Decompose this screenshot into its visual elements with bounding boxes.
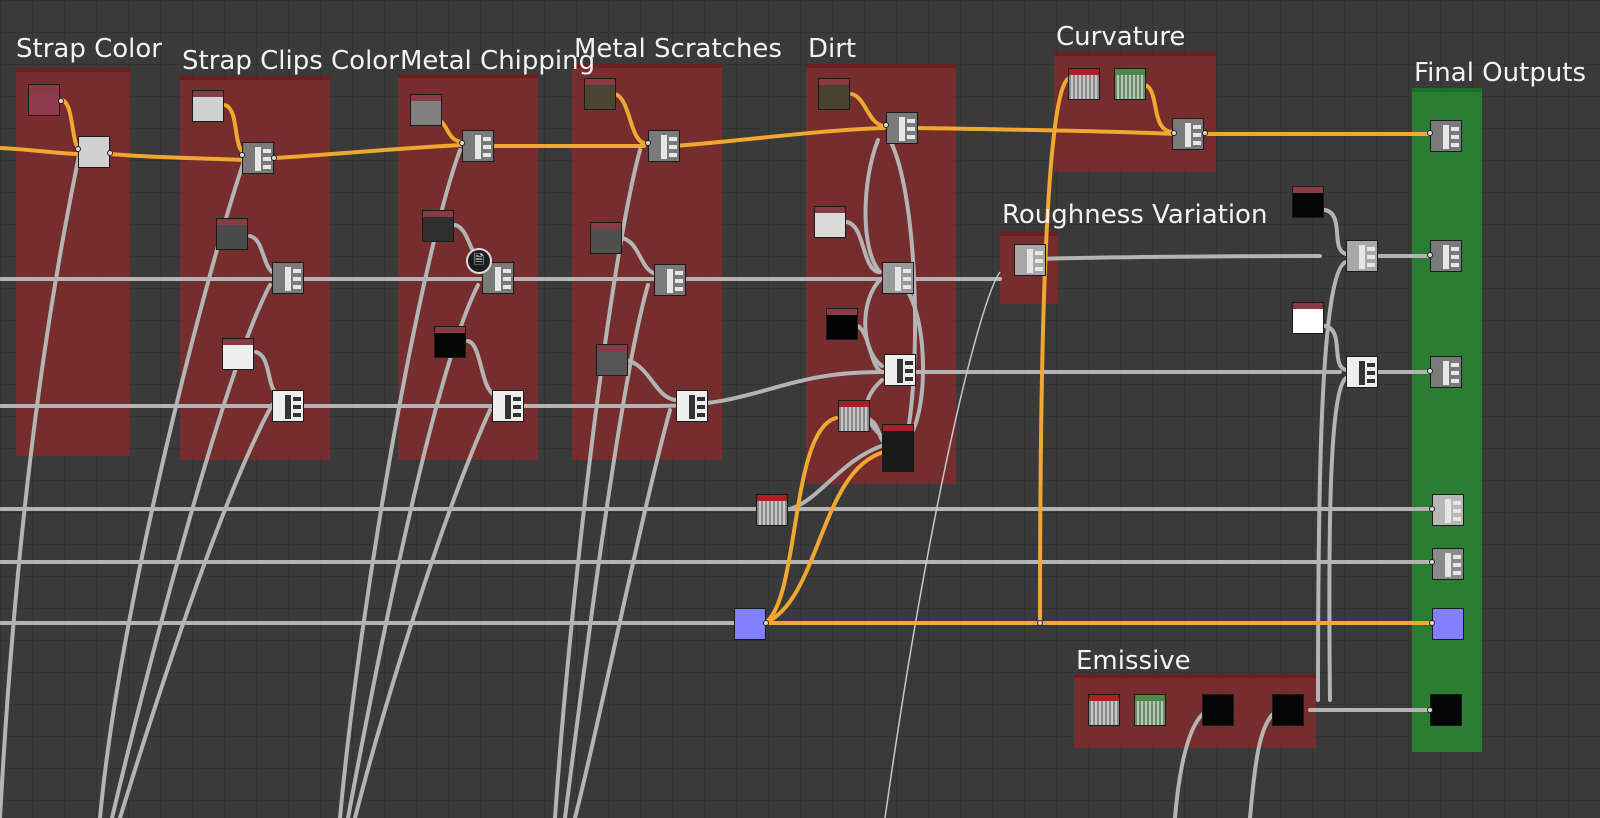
uniform-color-node[interactable] [434,326,466,358]
node-port[interactable] [1171,130,1177,136]
emissive-blend-node[interactable] [1202,694,1234,726]
blend-node[interactable] [1014,244,1046,276]
uniform-color-node[interactable] [1292,302,1324,334]
blend-node[interactable] [654,264,686,296]
frame-dirt[interactable] [806,64,956,484]
frame-title-dirt[interactable]: Dirt [808,34,857,64]
frame-title-emissive[interactable]: Emissive [1076,646,1191,676]
blend-node[interactable] [242,142,274,174]
normal-blend-node[interactable] [838,400,870,432]
frame-title-curvature[interactable]: Curvature [1056,22,1186,52]
frame-title-strap-color[interactable]: Strap Color [16,34,162,64]
uniform-color-node[interactable] [826,308,858,340]
output-roughness-node[interactable] [1430,240,1462,272]
uniform-color-node[interactable] [814,206,846,238]
uniform-color-node[interactable] [1292,186,1324,218]
blend-node[interactable] [1346,240,1378,272]
node-port[interactable] [1427,252,1433,258]
uniform-color-node[interactable] [216,218,248,250]
blend-node[interactable] [886,112,918,144]
uniform-color-node[interactable] [28,84,60,116]
curvature-node[interactable] [1068,68,1100,100]
normal-blend-node[interactable] [756,494,788,526]
node-port[interactable] [883,122,889,128]
uniform-color-node[interactable] [818,78,850,110]
output-basecolor-node[interactable] [1430,120,1462,152]
blend-node[interactable] [272,390,304,422]
uniform-color-node[interactable] [584,78,616,110]
node-port[interactable] [1202,130,1208,136]
blend-node[interactable] [884,354,916,386]
uniform-color-node[interactable] [410,94,442,126]
blend-node[interactable] [1346,356,1378,388]
frame-title-strap-clips-color[interactable]: Strap Clips Color [182,46,399,76]
node-port[interactable] [1427,130,1433,136]
node-port[interactable] [75,146,81,152]
uniform-color-node[interactable] [222,338,254,370]
node-port[interactable] [763,620,769,626]
multi-blend-node[interactable] [882,424,914,472]
node-port[interactable] [107,150,113,156]
blend-node[interactable] [676,390,708,422]
blend-node[interactable] [78,136,110,168]
blend-node[interactable] [272,262,304,294]
frame-title-metal-scratches[interactable]: Metal Scratches [574,34,782,64]
frame-strap-color[interactable] [16,68,130,456]
blend-node[interactable] [462,130,494,162]
node-port[interactable] [459,140,465,146]
output-ao-node[interactable] [1432,494,1464,526]
node-port[interactable] [1427,707,1433,713]
output-height-node[interactable] [1432,548,1464,580]
frame-final-outputs[interactable] [1412,88,1482,752]
output-metallic-node[interactable] [1430,356,1462,388]
node-port[interactable] [1427,368,1433,374]
blend-node[interactable] [1172,118,1204,150]
output-normal-node[interactable] [1432,608,1464,640]
node-port[interactable] [1429,506,1435,512]
node-port[interactable] [58,98,64,104]
node-port[interactable] [1429,620,1435,626]
emissive-blend-node[interactable] [1272,694,1304,726]
comment-icon[interactable]: 🗎 [466,248,492,274]
node-port[interactable] [271,155,277,161]
node-port[interactable] [645,140,651,146]
node-port[interactable] [1037,620,1043,626]
normal-color-node[interactable] [734,608,766,640]
blend-node[interactable] [882,262,914,294]
uniform-color-node[interactable] [596,344,628,376]
emissive-mask-node[interactable] [1088,694,1120,726]
frame-title-roughness-variation[interactable]: Roughness Variation [1002,200,1268,230]
node-port[interactable] [1429,559,1435,565]
frame-strap-clips-color[interactable] [180,76,330,460]
blend-node[interactable] [492,390,524,422]
uniform-color-node[interactable] [590,222,622,254]
frame-title-metal-chipping[interactable]: Metal Chipping [400,46,596,76]
emissive-mask-node[interactable] [1134,694,1166,726]
node-port[interactable] [239,152,245,158]
uniform-color-node[interactable] [192,90,224,122]
output-emissive-node[interactable] [1430,694,1462,726]
uniform-color-node[interactable] [422,210,454,242]
curvature-node[interactable] [1114,68,1146,100]
blend-node[interactable] [648,130,680,162]
frame-title-final-outputs[interactable]: Final Outputs [1414,58,1587,88]
